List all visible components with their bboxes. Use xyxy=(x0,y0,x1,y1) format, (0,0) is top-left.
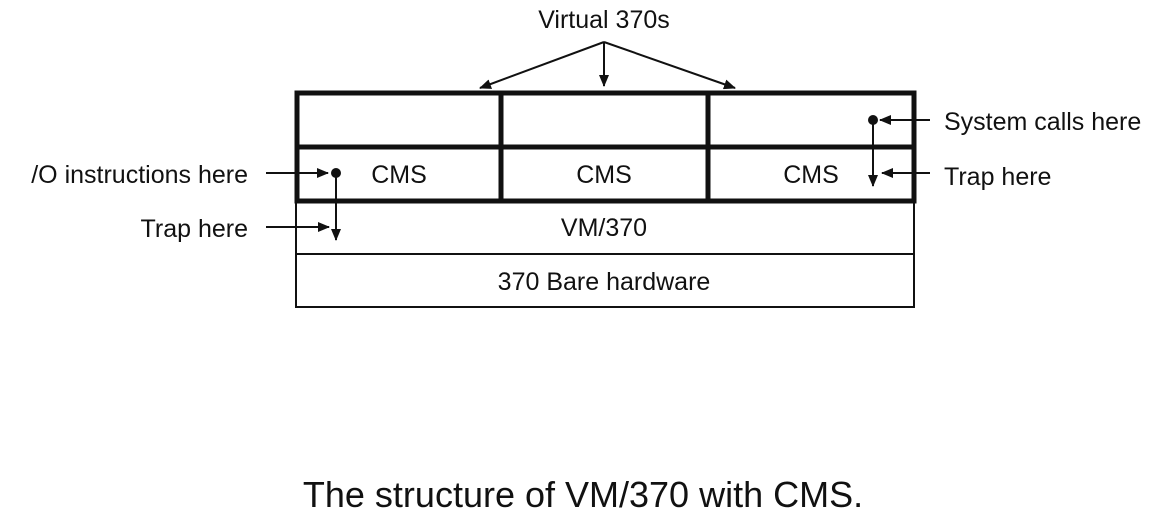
trap-here-left-label: Trap here xyxy=(141,215,248,243)
figure-caption: The structure of VM/370 with CMS. xyxy=(303,474,863,515)
bare-hardware-label: 370 Bare hardware xyxy=(498,268,711,296)
trap-here-right-label: Trap here xyxy=(944,163,1051,191)
cms-cell-2: CMS xyxy=(576,161,632,189)
io-instructions-label: /O instructions here xyxy=(31,161,248,189)
cms-cell-1: CMS xyxy=(371,161,427,189)
cms-cell-3: CMS xyxy=(783,161,839,189)
system-calls-label: System calls here xyxy=(944,108,1141,136)
virtual-370s-label: Virtual 370s xyxy=(538,6,670,34)
vm370-label: VM/370 xyxy=(561,214,647,242)
bare-hardware-layer xyxy=(295,253,915,308)
virtual-370s-arrows xyxy=(479,41,736,90)
